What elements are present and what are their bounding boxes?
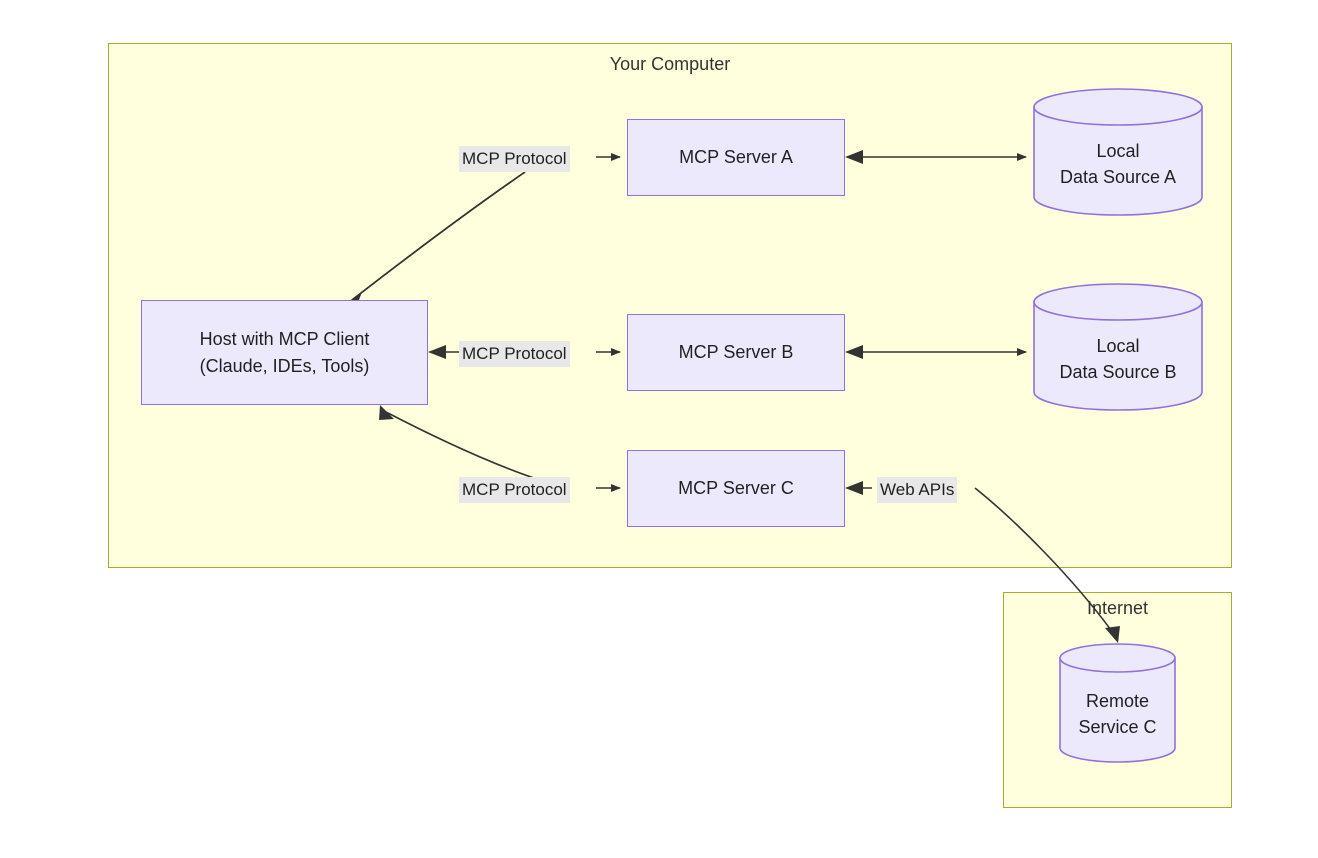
node-mcp-server-a[interactable]: MCP Server A xyxy=(627,119,845,196)
container-your-computer-title: Your Computer xyxy=(609,54,731,74)
node-local-data-source-a[interactable]: Local Data Source A xyxy=(1033,88,1203,216)
edge-label-mcp-protocol-b: MCP Protocol xyxy=(459,341,570,368)
node-local-data-source-b[interactable]: Local Data Source B xyxy=(1033,283,1203,411)
edge-label-mcp-protocol-c: MCP Protocol xyxy=(459,477,570,504)
node-host-line2: (Claude, IDEs, Tools) xyxy=(199,355,370,376)
edge-label-web-apis: Web APIs xyxy=(877,477,958,504)
node-host-line1: Host with MCP Client xyxy=(199,329,370,350)
node-mcp-server-b[interactable]: MCP Server B xyxy=(627,314,845,391)
node-remote-service-c[interactable]: Remote Service C xyxy=(1059,643,1176,763)
node-host[interactable]: Host with MCP Client (Claude, IDEs, Tool… xyxy=(141,300,428,405)
node-mcp-server-c[interactable]: MCP Server C xyxy=(627,450,845,527)
container-internet-title: Internet xyxy=(1086,598,1149,618)
node-mcp-server-c-label: MCP Server C xyxy=(678,478,794,499)
edge-label-mcp-protocol-a: MCP Protocol xyxy=(459,146,570,173)
node-mcp-server-a-label: MCP Server A xyxy=(679,147,793,168)
node-mcp-server-b-label: MCP Server B xyxy=(678,342,794,363)
